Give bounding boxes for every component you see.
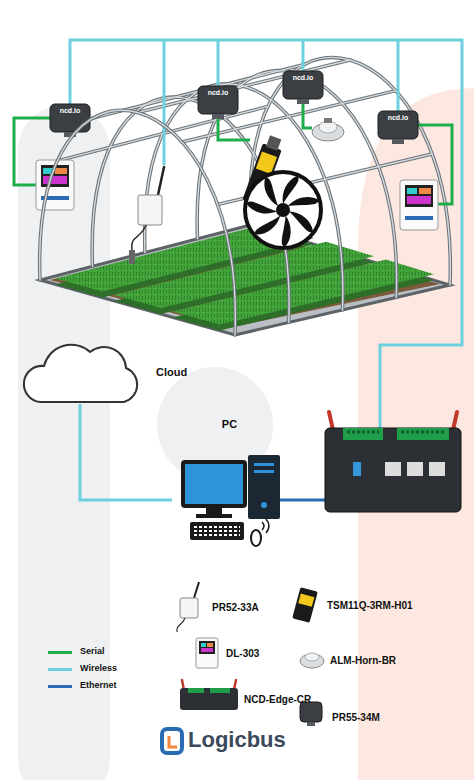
serial-wires: [14, 99, 452, 204]
brand-label: ncd.io: [204, 89, 232, 96]
edge-gateway: [325, 412, 461, 512]
ncd-sensor: [50, 71, 418, 144]
brand-label: ncd.io: [56, 107, 84, 114]
legend-swatch: [48, 668, 72, 671]
greenhouse-frame: [57, 57, 450, 322]
ethernet-wire: [280, 500, 325, 501]
wireless-link: [80, 404, 172, 500]
alarm-horn: [312, 118, 344, 141]
brand-label: ncd.io: [384, 114, 412, 121]
fan: [245, 172, 321, 248]
legend-label: Ethernet: [80, 680, 117, 690]
legend-item: Serial: [48, 646, 158, 660]
part-name: ALM-Horn-BR: [330, 655, 396, 666]
brand-logo-text: Logicbus: [188, 727, 286, 753]
greenhouse-front-arch: [40, 110, 236, 335]
node-label: PC: [172, 418, 287, 430]
part-name: PR55-34M: [332, 712, 380, 723]
cloud-shape: [24, 345, 137, 402]
node-label: Cloud: [156, 366, 187, 378]
part-name: NCD-Edge-CR: [244, 694, 311, 705]
legend-label: Serial: [80, 646, 105, 656]
legend-item: Wireless: [48, 663, 158, 677]
legend-swatch: [48, 651, 72, 654]
legend-label: Wireless: [80, 663, 117, 673]
part-name: TSM11Q-3RM-H01: [327, 600, 413, 611]
logo-mark: [162, 729, 182, 753]
temperature-display: [400, 180, 438, 230]
pc-node: PC: [172, 418, 287, 548]
brand-label: ncd.io: [289, 74, 317, 81]
part-name: DL-303: [226, 648, 259, 659]
wireless-probe-sensor: [129, 167, 164, 264]
cloud-node: Cloud: [18, 338, 198, 404]
computer: [183, 455, 280, 546]
part-name: PR52-33A: [212, 602, 259, 613]
key-icons: [177, 582, 324, 726]
legend-swatch: [48, 685, 72, 688]
legend-item: Ethernet: [48, 680, 158, 694]
cloud-outline: [18, 338, 148, 404]
greenhouse-base: [40, 224, 450, 335]
